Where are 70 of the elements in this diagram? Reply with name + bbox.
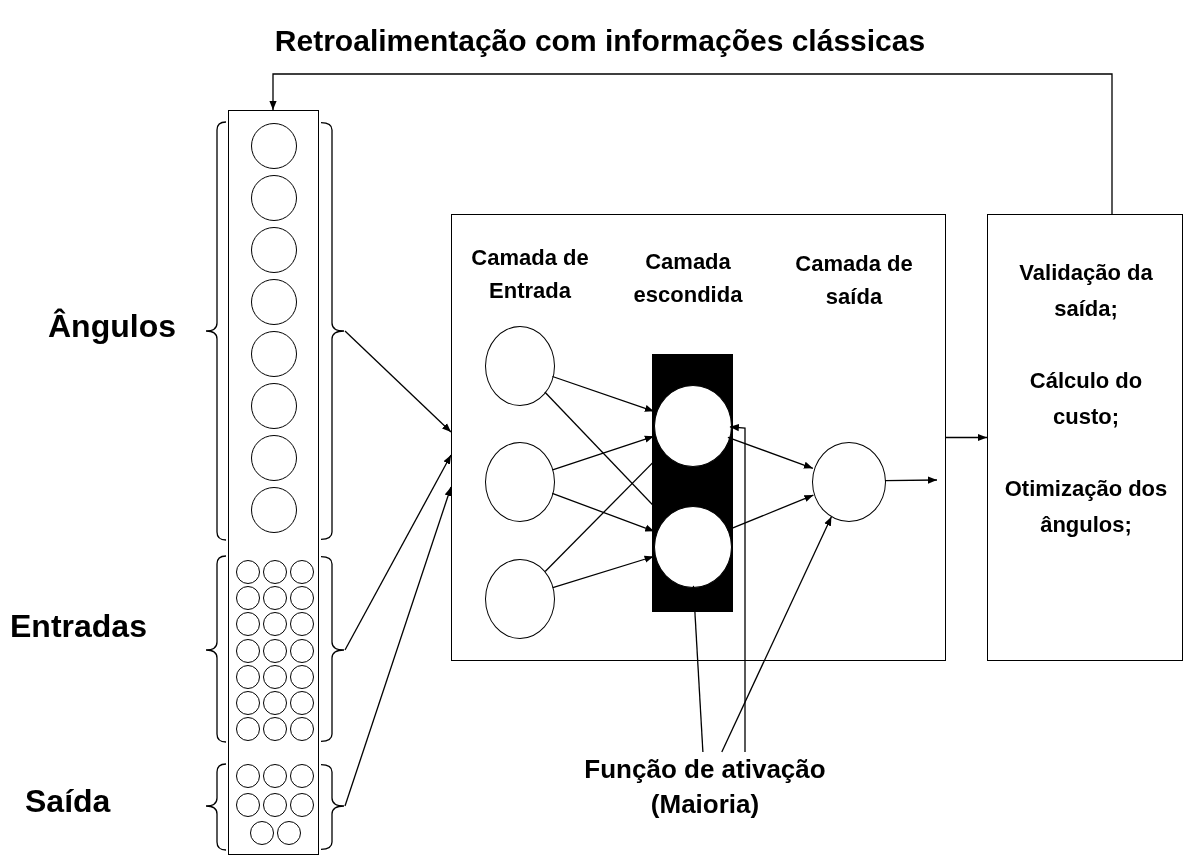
- neuron-circle: [250, 821, 274, 845]
- neuron-circle: [236, 792, 260, 817]
- curly-brace: [321, 764, 345, 850]
- arrow: [551, 435, 655, 471]
- network-box: [451, 214, 946, 661]
- neuron-circle: [290, 560, 314, 584]
- neuron-circle: [290, 764, 314, 788]
- arrow: [269, 73, 1113, 215]
- neuron-circle: [236, 764, 260, 788]
- neuron-circle: [251, 435, 297, 481]
- neuron-circle: [251, 279, 297, 325]
- neuron-circle: [236, 612, 260, 637]
- group-label: Entradas: [10, 608, 147, 645]
- neuron-circle: [263, 691, 287, 715]
- arrow: [344, 454, 452, 651]
- layer-heading: Camada escondida: [632, 248, 744, 309]
- group-label: Ângulos: [48, 308, 176, 345]
- arrow: [727, 436, 814, 469]
- arrow: [690, 585, 704, 753]
- arrow: [945, 433, 988, 442]
- neuron-circle: [263, 664, 287, 689]
- column-box: [228, 110, 319, 855]
- neuron-circle: [236, 638, 260, 663]
- step-text: Otimização dos ângulos;: [1003, 475, 1169, 539]
- neuron-circle: [290, 691, 314, 715]
- arrow: [344, 330, 452, 433]
- neuron-circle: [290, 638, 314, 663]
- curly-brace: [321, 122, 345, 540]
- annotation-text: Função de ativação (Maioria): [548, 752, 862, 824]
- arrow: [551, 492, 655, 532]
- neuron-circle: [277, 821, 301, 845]
- arrow: [884, 476, 938, 484]
- neuron-circle: [236, 717, 260, 742]
- neuron-circle: [263, 792, 287, 817]
- neuron-circle: [236, 586, 260, 611]
- layer-heading: Camada de saída: [794, 250, 914, 311]
- title: Retroalimentação com informações clássicas: [274, 24, 926, 58]
- neuron-circle: [263, 638, 287, 663]
- process-box: [987, 214, 1183, 661]
- neuron-circle: [251, 227, 297, 273]
- neuron-circle: [290, 612, 314, 637]
- hidden-layer-block: [652, 354, 733, 612]
- neuron-circle: [236, 664, 260, 689]
- layer-heading: Camada de Entrada: [470, 244, 590, 305]
- neuron-circle: [236, 560, 260, 584]
- neuron-circle: [290, 664, 314, 689]
- neuron-circle: [263, 560, 287, 584]
- arrow: [729, 423, 746, 753]
- group-label: Saída: [25, 783, 111, 820]
- arrow: [726, 494, 815, 531]
- arrow: [344, 486, 452, 807]
- arrow: [721, 516, 833, 753]
- arrow: [551, 375, 655, 412]
- neuron-circle: [290, 792, 314, 817]
- arrow: [552, 555, 655, 589]
- neuron-circle: [263, 764, 287, 788]
- neuron-circle: [290, 717, 314, 742]
- neuron-circle: [251, 123, 297, 169]
- step-text: Validação da saída;: [1018, 259, 1154, 323]
- neuron-circle: [251, 487, 297, 533]
- neuron-circle: [263, 612, 287, 637]
- neuron-circle: [263, 586, 287, 611]
- neuron-circle: [251, 383, 297, 429]
- neuron-circle: [251, 175, 297, 221]
- neuron-circle: [236, 691, 260, 715]
- neuron-circle: [290, 586, 314, 611]
- step-text: Cálculo do custo;: [1028, 367, 1144, 431]
- neuron-circle: [263, 717, 287, 742]
- neuron-circle: [251, 331, 297, 377]
- curly-brace: [321, 556, 345, 742]
